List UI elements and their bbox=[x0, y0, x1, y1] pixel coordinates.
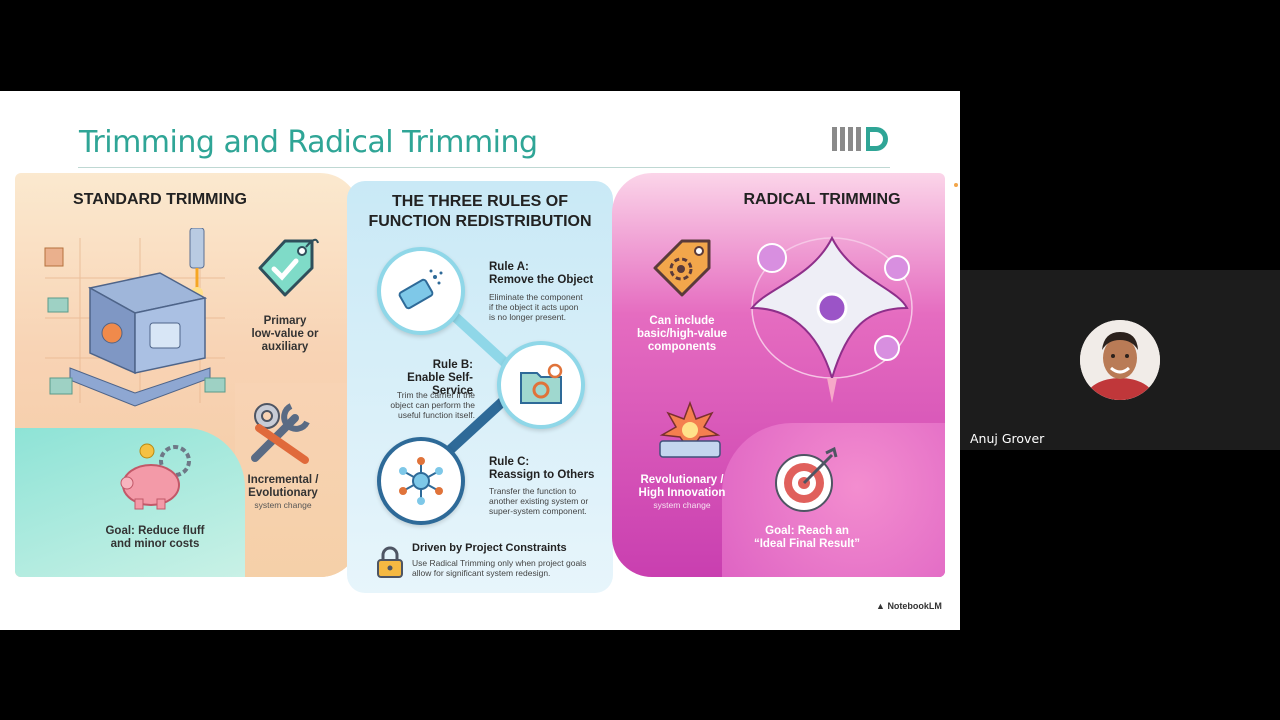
three-rules-title: THE THREE RULES OF FUNCTION REDISTRIBUTI… bbox=[347, 192, 613, 232]
person-photo-icon bbox=[1080, 320, 1160, 400]
goal-radical-line1: Goal: Reach an bbox=[765, 525, 849, 537]
standard-trimming-panel: STANDARD TRIMMING bbox=[15, 173, 360, 577]
goal-radical-line2: “Ideal Final Result” bbox=[753, 538, 861, 550]
slide-title: Trimming and Radical Trimming bbox=[79, 125, 538, 160]
rule-b-name: Enable Self-Service bbox=[407, 372, 473, 397]
infographic: STANDARD TRIMMING bbox=[15, 173, 945, 615]
rule-b-desc-2: object can perform the bbox=[390, 400, 475, 410]
rule-c-desc-2: another existing system or bbox=[489, 496, 589, 506]
slide-indicator-dot bbox=[954, 183, 958, 187]
rule-c-name: Reassign to Others bbox=[489, 469, 595, 481]
price-tag-check-icon bbox=[258, 238, 319, 297]
price-tag-gear-icon bbox=[653, 239, 711, 297]
rule-a-circle bbox=[377, 247, 465, 335]
network-hub-icon bbox=[399, 457, 443, 505]
goal-standard-line1: Goal: Reduce fluff bbox=[105, 525, 205, 537]
constraint-desc-1: Use Radical Trimming only when project g… bbox=[412, 558, 587, 568]
notebooklm-watermark: ▲ NotebookLM bbox=[876, 601, 942, 611]
goal-background-shape bbox=[15, 428, 245, 577]
screen-share-area: Trimming and Radical Trimming STANDARD T… bbox=[0, 91, 960, 630]
padlock-icon bbox=[377, 546, 403, 578]
rule-c-circle bbox=[377, 437, 465, 525]
rule-c-desc-3: super-system component. bbox=[489, 506, 587, 516]
notebooklm-text: NotebookLM bbox=[887, 601, 942, 611]
rule-a-desc-1: Eliminate the component bbox=[489, 292, 583, 302]
target-bullseye-icon bbox=[775, 446, 838, 512]
abstract-innovation-icon bbox=[749, 235, 913, 403]
rule-b-desc-3: useful function itself. bbox=[397, 410, 475, 420]
primary-line1: Primary bbox=[263, 315, 307, 327]
rule-a-description: Eliminate the component if the object it… bbox=[489, 292, 583, 322]
rule-c-label: Rule C: bbox=[489, 456, 530, 468]
presentation-slide: Trimming and Radical Trimming STANDARD T… bbox=[0, 91, 960, 630]
eraser-icon bbox=[398, 269, 443, 310]
rule-a-title: Rule A: Remove the Object bbox=[489, 261, 593, 287]
notebooklm-logo-icon: ▲ bbox=[876, 601, 885, 611]
self-service-folder-icon bbox=[520, 363, 563, 404]
wrench-gear-icon bbox=[251, 403, 310, 464]
revolutionary-label: Revolutionary / High Innovation bbox=[630, 474, 734, 500]
constraint-desc-2: allow for significant system redesign. bbox=[412, 568, 551, 578]
rule-b-title: Rule B: Enable Self-Service bbox=[367, 359, 473, 398]
rule-b-circle bbox=[497, 341, 585, 429]
three-rules-title-line1: THE THREE RULES OF bbox=[391, 193, 568, 210]
goal-radical-label: Goal: Reach an “Ideal Final Result” bbox=[747, 525, 867, 551]
goal-standard-label: Goal: Reduce fluff and minor costs bbox=[100, 525, 210, 551]
rule-b-description: Trim the carrier if the object can perfo… bbox=[363, 390, 475, 420]
can-include-line1: Can include bbox=[649, 315, 715, 327]
title-divider bbox=[78, 167, 890, 168]
three-rules-title-line2: FUNCTION REDISTRIBUTION bbox=[368, 213, 592, 230]
primary-label: Primary low-value or auxiliary bbox=[235, 315, 335, 354]
rule-c-title: Rule C: Reassign to Others bbox=[489, 456, 594, 482]
can-include-line2: basic/high-value bbox=[636, 328, 728, 340]
constraint-title: Driven by Project Constraints bbox=[412, 542, 567, 554]
participant-avatar bbox=[1080, 320, 1160, 400]
brand-logo-icon bbox=[832, 127, 888, 151]
rule-a-desc-2: if the object it acts upon bbox=[489, 302, 579, 312]
rule-b-desc-1: Trim the carrier if the bbox=[396, 390, 475, 400]
participant-name: Anuj Grover bbox=[970, 431, 1045, 446]
incremental-label: Incremental / Evolutionary bbox=[233, 474, 333, 500]
incremental-line1: Incremental / bbox=[247, 474, 319, 486]
radical-trimming-panel: RADICAL TRIMMING Can include basic/high-… bbox=[612, 173, 945, 577]
constraint-description: Use Radical Trimming only when project g… bbox=[412, 558, 586, 578]
rule-a-name: Remove the Object bbox=[489, 274, 594, 286]
three-rules-panel: THE THREE RULES OF FUNCTION REDISTRIBUTI… bbox=[347, 181, 613, 593]
revolutionary-line2: High Innovation bbox=[638, 487, 726, 499]
participant-video-tile[interactable]: Anuj Grover bbox=[960, 270, 1280, 450]
rule-c-description: Transfer the function to another existin… bbox=[489, 486, 588, 516]
revolutionary-sub: system change bbox=[653, 500, 711, 510]
revolutionary-line1: Revolutionary / bbox=[640, 474, 724, 486]
rule-a-desc-3: is no longer present. bbox=[489, 312, 567, 322]
can-include-line3: components bbox=[647, 341, 717, 353]
rule-b-label: Rule B: bbox=[432, 359, 473, 371]
incremental-sub: system change bbox=[254, 500, 312, 510]
standard-trimming-title: STANDARD TRIMMING bbox=[73, 191, 247, 208]
explosion-innovation-icon bbox=[659, 400, 721, 458]
radical-trimming-title: RADICAL TRIMMING bbox=[743, 191, 901, 208]
goal-standard-line2: and minor costs bbox=[110, 538, 200, 550]
rule-c-desc-1: Transfer the function to bbox=[489, 486, 577, 496]
machine-illustration-icon bbox=[44, 228, 226, 407]
incremental-line2: Evolutionary bbox=[248, 487, 318, 499]
primary-line2: low-value or bbox=[251, 328, 319, 340]
primary-line3: auxiliary bbox=[261, 341, 309, 353]
piggy-bank-icon bbox=[120, 443, 191, 510]
can-include-label: Can include basic/high-value components bbox=[632, 315, 732, 354]
rule-a-label: Rule A: bbox=[489, 261, 529, 273]
